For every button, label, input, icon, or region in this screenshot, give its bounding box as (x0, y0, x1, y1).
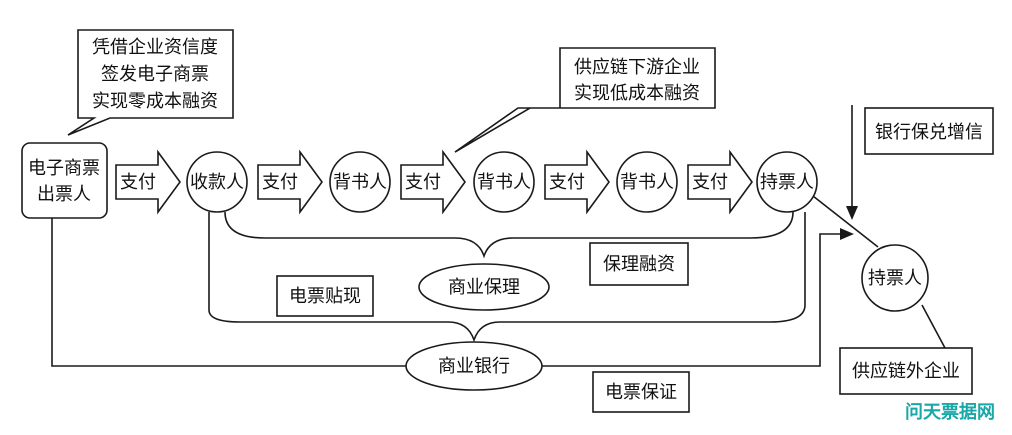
endorser-circle-1 (329, 151, 391, 213)
watermark: 问天票据网 (905, 401, 995, 423)
bank-to-holder-arrowhead (840, 228, 854, 240)
pay-label-1: 支付 (120, 172, 156, 193)
issuer-to-bank-line (51, 218, 406, 367)
pay-label-5: 支付 (692, 172, 728, 193)
outside-enterprise-box (839, 347, 973, 395)
holder-outside-circle (861, 244, 929, 312)
pay-label-2: 支付 (262, 172, 298, 193)
pay-arrow-2: 支付 (257, 149, 323, 215)
supply-callout-line2: 实现低成本融资 (574, 83, 700, 104)
bank-guarantee-box (864, 107, 994, 155)
pay-arrow-4: 支付 (544, 149, 610, 215)
holder-main-circle (756, 151, 818, 213)
issuer-box (21, 142, 108, 219)
commercial-factoring-label: 商业保理 (448, 277, 520, 298)
endorser-label-2: 背书人 (477, 172, 531, 193)
guarantee-label: 电票保证 (605, 382, 677, 403)
supply-callout-line1: 供应链下游企业 (574, 57, 700, 78)
issuer-callout-line1: 凭借企业资信度 (92, 37, 218, 58)
factoring-brace (224, 211, 794, 259)
pay-arrow-1: 支付 (115, 149, 181, 215)
pay-arrow-5: 支付 (687, 149, 753, 215)
payee-label: 收款人 (190, 172, 244, 193)
issuer-callout-line3: 实现零成本融资 (92, 91, 218, 112)
commercial-factoring-ellipse (418, 263, 550, 311)
outside-enterprise-label: 供应链外企业 (852, 361, 960, 382)
pay-label-3: 支付 (405, 172, 441, 193)
issuer-callout-line2: 签发电子商票 (101, 64, 209, 85)
guarantee-box (592, 371, 690, 413)
pay-label-4: 支付 (549, 172, 585, 193)
holder-to-outside-line (812, 195, 879, 248)
discount-box (276, 275, 374, 317)
issuer-callout-bubble (67, 29, 234, 136)
pay-arrow-3: 支付 (400, 149, 466, 215)
holder-outside-label: 持票人 (868, 268, 922, 289)
endorser-label-3: 背书人 (620, 172, 674, 193)
payee-circle (186, 151, 248, 213)
endorser-label-1: 背书人 (333, 172, 387, 193)
bank-to-holder-line (542, 233, 845, 367)
outside-connector (921, 304, 946, 349)
holder-main-label: 持票人 (760, 172, 814, 193)
endorser-circle-2 (473, 151, 535, 213)
bank-guarantee-arrowhead (846, 206, 858, 220)
discount-label: 电票贴现 (289, 286, 361, 307)
supply-callout-bubble (454, 47, 716, 153)
issuer-label-line1: 电子商票 (28, 158, 100, 179)
bank-guarantee-label: 银行保兑增信 (875, 122, 983, 143)
factoring-financing-label: 保理融资 (603, 254, 675, 275)
issuer-label-line2: 出票人 (37, 184, 91, 205)
commercial-bank-label: 商业银行 (438, 356, 510, 377)
factoring-financing-box (589, 242, 689, 286)
endorser-circle-3 (616, 151, 678, 213)
bank-brace (208, 212, 806, 343)
